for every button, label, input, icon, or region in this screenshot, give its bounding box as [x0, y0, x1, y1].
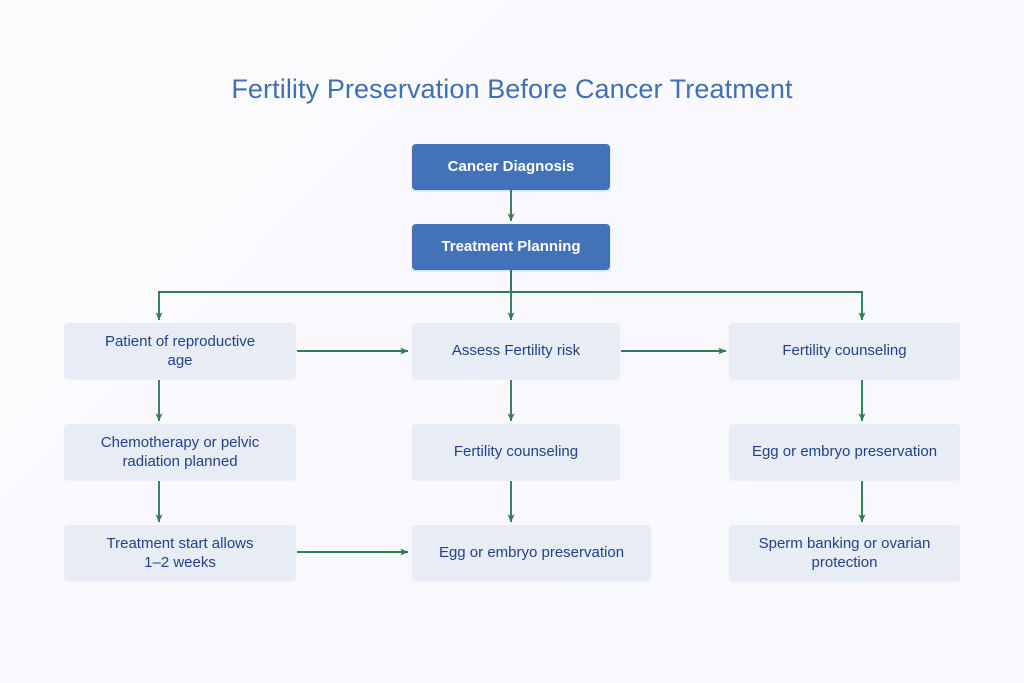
node-label: Chemotherapy or pelvic radiation planned: [100, 433, 260, 470]
node-egg-embryo-preservation-right[interactable]: Egg or embryo preservation: [729, 424, 960, 480]
node-assess-fertility-risk[interactable]: Assess Fertility risk: [412, 323, 620, 379]
node-label: Treatment Planning: [441, 238, 581, 256]
node-label: Patient of reproductive age: [104, 332, 256, 369]
node-label: Sperm banking or ovarian protection: [758, 534, 931, 571]
node-cancer-diagnosis[interactable]: Cancer Diagnosis: [412, 144, 610, 190]
edge-planning-to-left: [155, 270, 512, 321]
node-label: Cancer Diagnosis: [447, 158, 575, 176]
node-label: Treatment start allows 1–2 weeks: [106, 534, 254, 571]
node-label: Egg or embryo preservation: [438, 544, 625, 562]
page-title: Fertility Preservation Before Cancer Tre…: [231, 74, 793, 104]
node-label: Assess Fertility risk: [451, 342, 581, 360]
node-egg-embryo-preservation-middle[interactable]: Egg or embryo preservation: [412, 525, 651, 581]
node-label: Egg or embryo preservation: [751, 443, 938, 461]
node-sperm-banking-ovarian-protection[interactable]: Sperm banking or ovarian protection: [729, 525, 960, 581]
node-fertility-counseling-right[interactable]: Fertility counseling: [729, 323, 960, 379]
node-chemotherapy-radiation-planned[interactable]: Chemotherapy or pelvic radiation planned: [64, 424, 296, 480]
node-label: Fertility counseling: [453, 443, 579, 461]
node-treatment-start-window[interactable]: Treatment start allows 1–2 weeks: [64, 525, 296, 581]
node-label: Fertility counseling: [782, 342, 907, 360]
node-fertility-counseling-middle[interactable]: Fertility counseling: [412, 424, 620, 480]
node-treatment-planning[interactable]: Treatment Planning: [412, 224, 610, 270]
node-patient-reproductive-age[interactable]: Patient of reproductive age: [64, 323, 296, 379]
edge-planning-to-right: [510, 270, 866, 321]
